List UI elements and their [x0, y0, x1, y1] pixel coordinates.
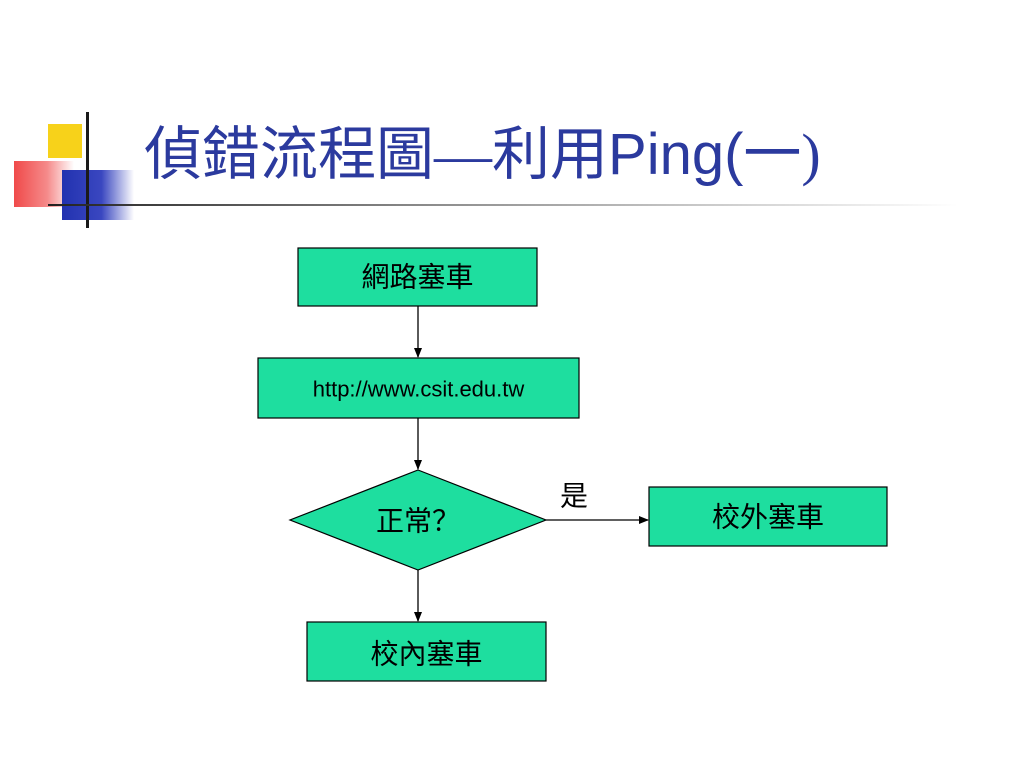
- slide-title: 偵錯流程圖—利用Ping(一): [144, 112, 821, 198]
- title-cjk: 偵錯流程圖—利用: [144, 122, 609, 187]
- node-decision-normal: 正常？: [288, 469, 548, 571]
- node-internal-congestion: 校內塞車: [306, 621, 547, 682]
- node-external-congestion-box: [648, 486, 888, 547]
- node-network-congestion-label: 網路塞車: [361, 262, 473, 294]
- node-test-url-label: http://www.csit.edu.tw: [313, 377, 525, 402]
- node-external-congestion-label: 校外塞車: [712, 502, 824, 534]
- node-test-url-box: [257, 357, 580, 419]
- node-decision-label: 正常？: [376, 506, 460, 538]
- node-test-url: http://www.csit.edu.tw: [257, 357, 580, 419]
- title-latin: Ping(: [608, 122, 744, 187]
- edge-yes-label: 是: [560, 482, 588, 513]
- title-tail: 一): [743, 122, 821, 187]
- node-external-congestion: 校外塞車: [648, 486, 888, 547]
- node-internal-congestion-label: 校內塞車: [370, 639, 482, 671]
- node-internal-congestion-box: [306, 621, 547, 682]
- decor-blue-square: [62, 170, 134, 220]
- node-network-congestion: 網路塞車: [297, 247, 538, 307]
- title-underline: [48, 204, 958, 206]
- decor-vertical-line: [86, 112, 89, 228]
- decor-yellow-square: [48, 124, 82, 158]
